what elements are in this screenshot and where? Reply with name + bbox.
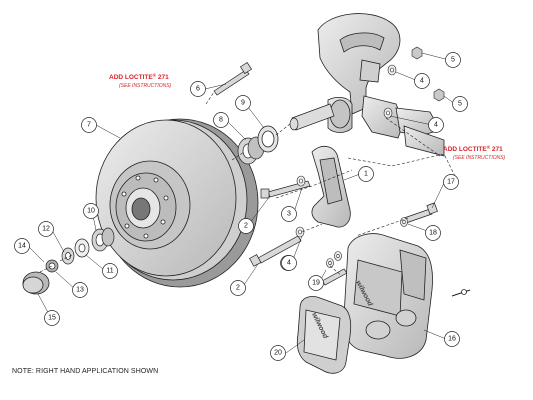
- svg-text:8: 8: [219, 117, 223, 124]
- bolt-19: [321, 268, 348, 286]
- spindle-knuckle: [317, 13, 445, 157]
- callout-19-text: 19: [312, 280, 320, 287]
- svg-text:2: 2: [244, 223, 248, 230]
- svg-text:16: 16: [448, 336, 456, 343]
- svg-text:20: 20: [274, 350, 282, 357]
- svg-text:4: 4: [434, 122, 438, 129]
- svg-text:(SEE INSTRUCTIONS): (SEE INSTRUCTIONS): [453, 155, 506, 161]
- bolt-17: [403, 202, 438, 224]
- brake-pad: [296, 296, 352, 374]
- svg-text:4: 4: [420, 78, 424, 85]
- svg-text:12: 12: [42, 226, 50, 233]
- svg-text:(SEE INSTRUCTIONS): (SEE INSTRUCTIONS): [119, 83, 172, 89]
- spindle-nut: [61, 247, 75, 265]
- callout-4-c: 4: [428, 117, 444, 133]
- svg-text:14: 14: [18, 243, 26, 250]
- bolt-3: [249, 235, 302, 267]
- svg-text:7: 7: [87, 122, 91, 129]
- callout-10: 10: [83, 203, 99, 219]
- callout-19-badge: 19: [308, 275, 324, 291]
- caliper: [343, 233, 471, 359]
- svg-text:9: 9: [241, 100, 245, 107]
- callout-2-upper: 2: [238, 218, 254, 234]
- svg-text:5: 5: [458, 101, 462, 108]
- svg-text:15: 15: [48, 315, 56, 322]
- callout-17: 17: [443, 174, 459, 190]
- callout-13: 13: [72, 282, 88, 298]
- callout-6: 6: [190, 81, 206, 97]
- callout-12: 12: [38, 221, 54, 237]
- callout-14: 14: [14, 238, 30, 254]
- callout-2-lower: 2: [230, 280, 246, 296]
- callout-7: 7: [81, 117, 97, 133]
- nut-retainer: [45, 259, 59, 273]
- dust-cap: [22, 271, 50, 295]
- svg-text:18: 18: [429, 230, 437, 237]
- loctite-note-right: ADD LOCTITE® 271 (SEE INSTRUCTIONS): [443, 144, 506, 161]
- svg-text:13: 13: [76, 287, 84, 294]
- svg-text:1: 1: [364, 171, 368, 178]
- svg-text:3: 3: [287, 211, 291, 218]
- caliper-bracket: [311, 145, 351, 228]
- svg-text:10: 10: [87, 208, 95, 215]
- callout-18: 18: [425, 225, 441, 241]
- callout-3: 3: [281, 206, 297, 222]
- svg-text:5: 5: [451, 57, 455, 64]
- washer-11: [74, 238, 90, 258]
- loctite-note-top: ADD LOCTITE® 271 (SEE INSTRUCTIONS): [109, 72, 172, 89]
- seal: [257, 125, 279, 153]
- callout-20: 20: [270, 345, 286, 361]
- svg-text:ADD LOCTITE® 271: ADD LOCTITE® 271: [109, 72, 169, 81]
- callout-11: 11: [102, 263, 118, 279]
- svg-text:6: 6: [196, 86, 200, 93]
- svg-text:17: 17: [447, 179, 455, 186]
- callout-1: 1: [358, 166, 374, 182]
- rotor: [95, 118, 259, 288]
- callout-4-d: 4: [281, 255, 297, 271]
- callout-9: 9: [235, 95, 251, 111]
- assembly-lines: [39, 91, 457, 277]
- outer-bearing: [91, 227, 115, 252]
- callouts: 1 2 2 3 4 4 4 4 5 5 6 7 8 9 10 11 12 13 …: [14, 52, 468, 361]
- callout-5-b: 5: [452, 96, 468, 112]
- svg-text:11: 11: [106, 268, 113, 275]
- svg-text:ADD LOCTITE® 271: ADD LOCTITE® 271: [443, 144, 503, 153]
- svg-text:4: 4: [287, 260, 291, 267]
- nuts-5: [411, 46, 445, 102]
- application-note: NOTE: RIGHT HAND APPLICATION SHOWN: [12, 368, 159, 375]
- callout-8: 8: [213, 112, 229, 128]
- callout-15: 15: [44, 310, 60, 326]
- spindle-shaft: [289, 103, 335, 131]
- callout-4-b: 4: [414, 73, 430, 89]
- stud-6: [213, 61, 253, 96]
- svg-text:2: 2: [236, 285, 240, 292]
- callout-16: 16: [444, 331, 460, 347]
- callout-5-a: 5: [445, 52, 461, 68]
